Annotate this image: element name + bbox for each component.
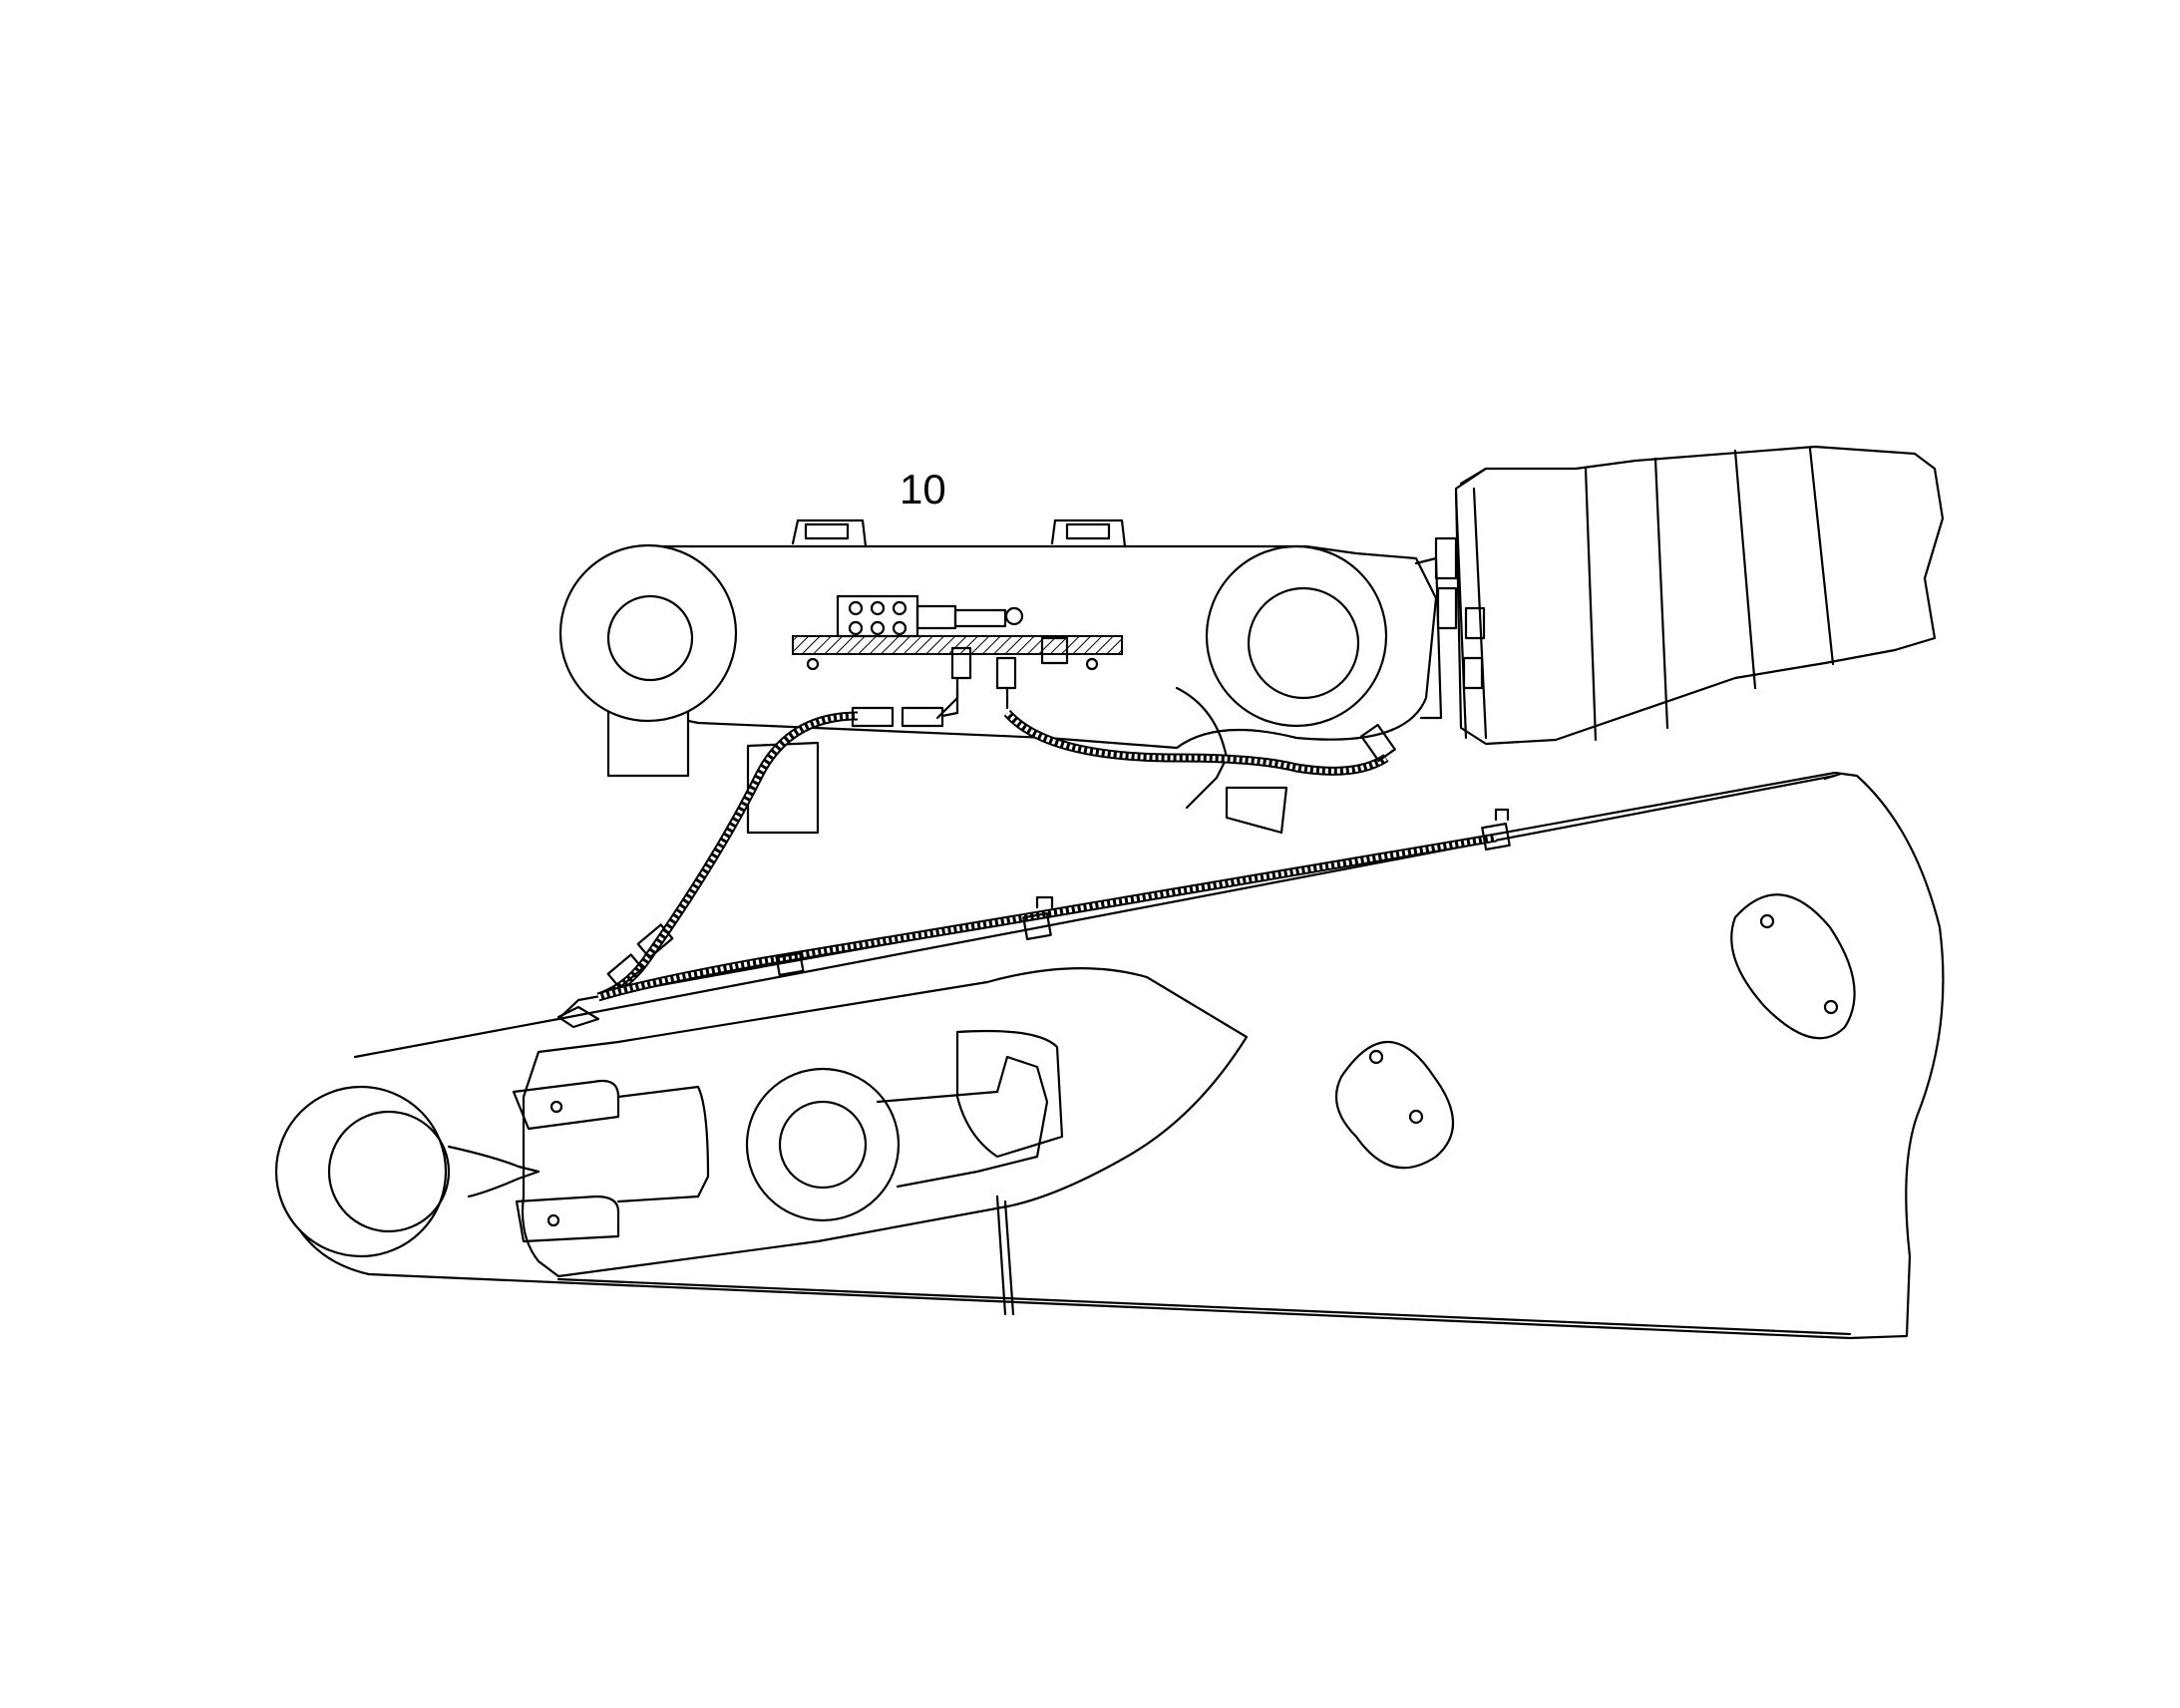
access-plate-lower: [1334, 1040, 1455, 1170]
boom-main-body: [275, 771, 1945, 1340]
access-plate-upper: [1730, 893, 1856, 1040]
hydraulic-hose-routed: [556, 833, 1497, 1029]
manifold-block: [792, 594, 1123, 720]
upper-link-arm: [558, 518, 1438, 835]
hose-clamps: [775, 808, 1511, 977]
lower-link: [512, 967, 1249, 1278]
hydraulic-cylinder-barrel: [1414, 445, 1945, 746]
hydraulic-hose-upper: [596, 686, 1396, 1002]
callout-number: 10: [900, 466, 946, 512]
lower-pivot-eye: [274, 1085, 541, 1258]
